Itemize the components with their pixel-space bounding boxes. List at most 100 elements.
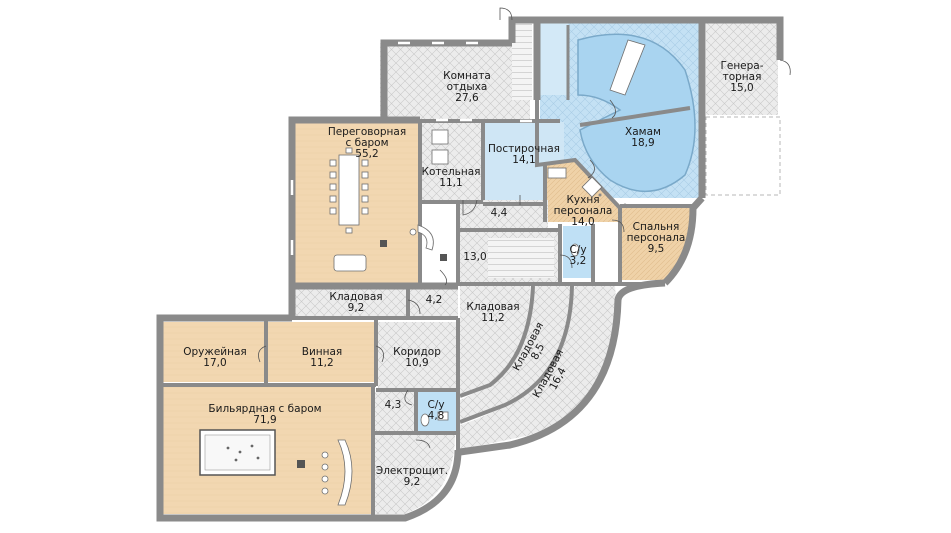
- room-label-line: 10,9: [405, 357, 428, 369]
- room-fill-komnata-otdykha: [380, 43, 530, 120]
- bar-stools: [321, 451, 329, 495]
- room-label-line: 11,2: [481, 312, 504, 324]
- room-label-line: 11,1: [439, 177, 462, 189]
- room-label-line: 11,2: [310, 357, 333, 369]
- wall-spalnya-outer: [662, 195, 705, 286]
- room-label-line: 14,1: [512, 154, 535, 166]
- billiard-balls: [226, 444, 260, 462]
- room-label-line: Кладовая: [466, 301, 519, 313]
- room-label-line: 9,2: [404, 476, 421, 488]
- room-label-line: 55,2: [355, 148, 378, 160]
- kitchen-counter-2: [581, 176, 603, 198]
- room-label-line: Хамам: [625, 126, 661, 138]
- khamam-partition: [579, 106, 691, 127]
- room-label-line: Переговорная: [328, 126, 406, 138]
- room-label-line: Генера-: [720, 60, 763, 72]
- lounger-icon: [609, 39, 646, 96]
- room-label-line: Оружейная: [183, 346, 247, 358]
- khamam-pool: [577, 33, 696, 192]
- wall-top-stair: [508, 16, 541, 100]
- khamam-dots: [598, 193, 627, 207]
- stair-top: [512, 22, 532, 100]
- room-label-line: Кладовая: [329, 291, 382, 303]
- room-label-line: 71,9: [253, 414, 276, 426]
- sink-icon: [437, 411, 449, 421]
- room-label-line: Кухня: [566, 194, 599, 206]
- room-label-line: Постирочная: [488, 143, 560, 155]
- room-label-line: 3,2: [570, 255, 587, 267]
- room-label-line: персонала: [554, 205, 613, 217]
- kitchen-counter: [547, 167, 567, 179]
- room-fill-hall-4-2: [410, 288, 458, 318]
- toilet-icon-2: [420, 413, 430, 427]
- stair-treads: [488, 238, 554, 278]
- room-label-line: Спальня: [633, 221, 680, 233]
- wall-peregovornaya: [288, 116, 458, 290]
- room-label-line: 15,0: [730, 82, 753, 94]
- outdoor-dashed-area: [705, 116, 781, 196]
- room-label-hall-4-4: 4,4: [491, 207, 508, 219]
- room-fill-generatornaya: [706, 23, 778, 115]
- wall-elektro-curve: [375, 449, 462, 522]
- wall-curve-2: [459, 285, 574, 424]
- room-label-line: 13,0: [463, 251, 486, 263]
- bar-counter: [417, 224, 434, 251]
- column-icon-2: [440, 254, 447, 261]
- boiler-icon: [431, 129, 449, 145]
- room-label-line: с баром: [345, 137, 388, 149]
- room-label-line: торная: [723, 71, 762, 83]
- room-label-line: отдыха: [447, 81, 488, 93]
- room-label-line: Бильярдная с баром: [208, 403, 321, 415]
- boiler-icon-2: [431, 149, 449, 165]
- room-fill-kladovaya-9-2: [293, 288, 408, 316]
- room-label-line: 27,6: [455, 92, 479, 104]
- sofa-icon: [333, 254, 367, 272]
- room-label-line: С/у: [427, 399, 444, 411]
- room-fill-curved-storage: [460, 285, 530, 395]
- conference-chairs: [329, 147, 369, 234]
- room-fill-vinnaya: [268, 322, 376, 382]
- doors: [258, 7, 791, 449]
- column-icon-3: [297, 460, 305, 468]
- room-label-line: 9,2: [348, 302, 365, 314]
- room-label-line: 9,5: [648, 243, 665, 255]
- room-label-line: 4,4: [491, 207, 508, 219]
- room-fill-hall-4-3: [375, 392, 415, 432]
- room-label-line: Винная: [302, 346, 343, 358]
- wall-curve-outer: [459, 279, 666, 456]
- room-label-line: Комната: [443, 70, 491, 82]
- room-label-stair-13-0: 13,0: [463, 251, 486, 263]
- conference-table: [338, 154, 360, 226]
- room-fill-spalnya: [620, 208, 690, 280]
- room-label-line: Котельная: [422, 166, 481, 178]
- room-label-elektroshchit: Электрощит.9,2: [376, 465, 448, 488]
- toilet-icon: [570, 243, 580, 257]
- room-label-line: Коридор: [393, 346, 441, 358]
- room-label-line: 18,9: [631, 137, 654, 149]
- room-label-line: 4,3: [385, 399, 402, 411]
- room-label-line: 14,0: [571, 216, 594, 228]
- room-label-hall-4-3: 4,3: [385, 399, 402, 411]
- room-label-hall-4-2: 4,2: [426, 294, 443, 306]
- column-icon: [380, 240, 387, 247]
- room-label-line: С/у: [569, 244, 586, 256]
- stool-icon: [409, 228, 417, 236]
- wall-curve-1: [459, 285, 535, 398]
- room-label-line: 4,8: [428, 410, 445, 422]
- room-fill-koridor: [378, 322, 458, 390]
